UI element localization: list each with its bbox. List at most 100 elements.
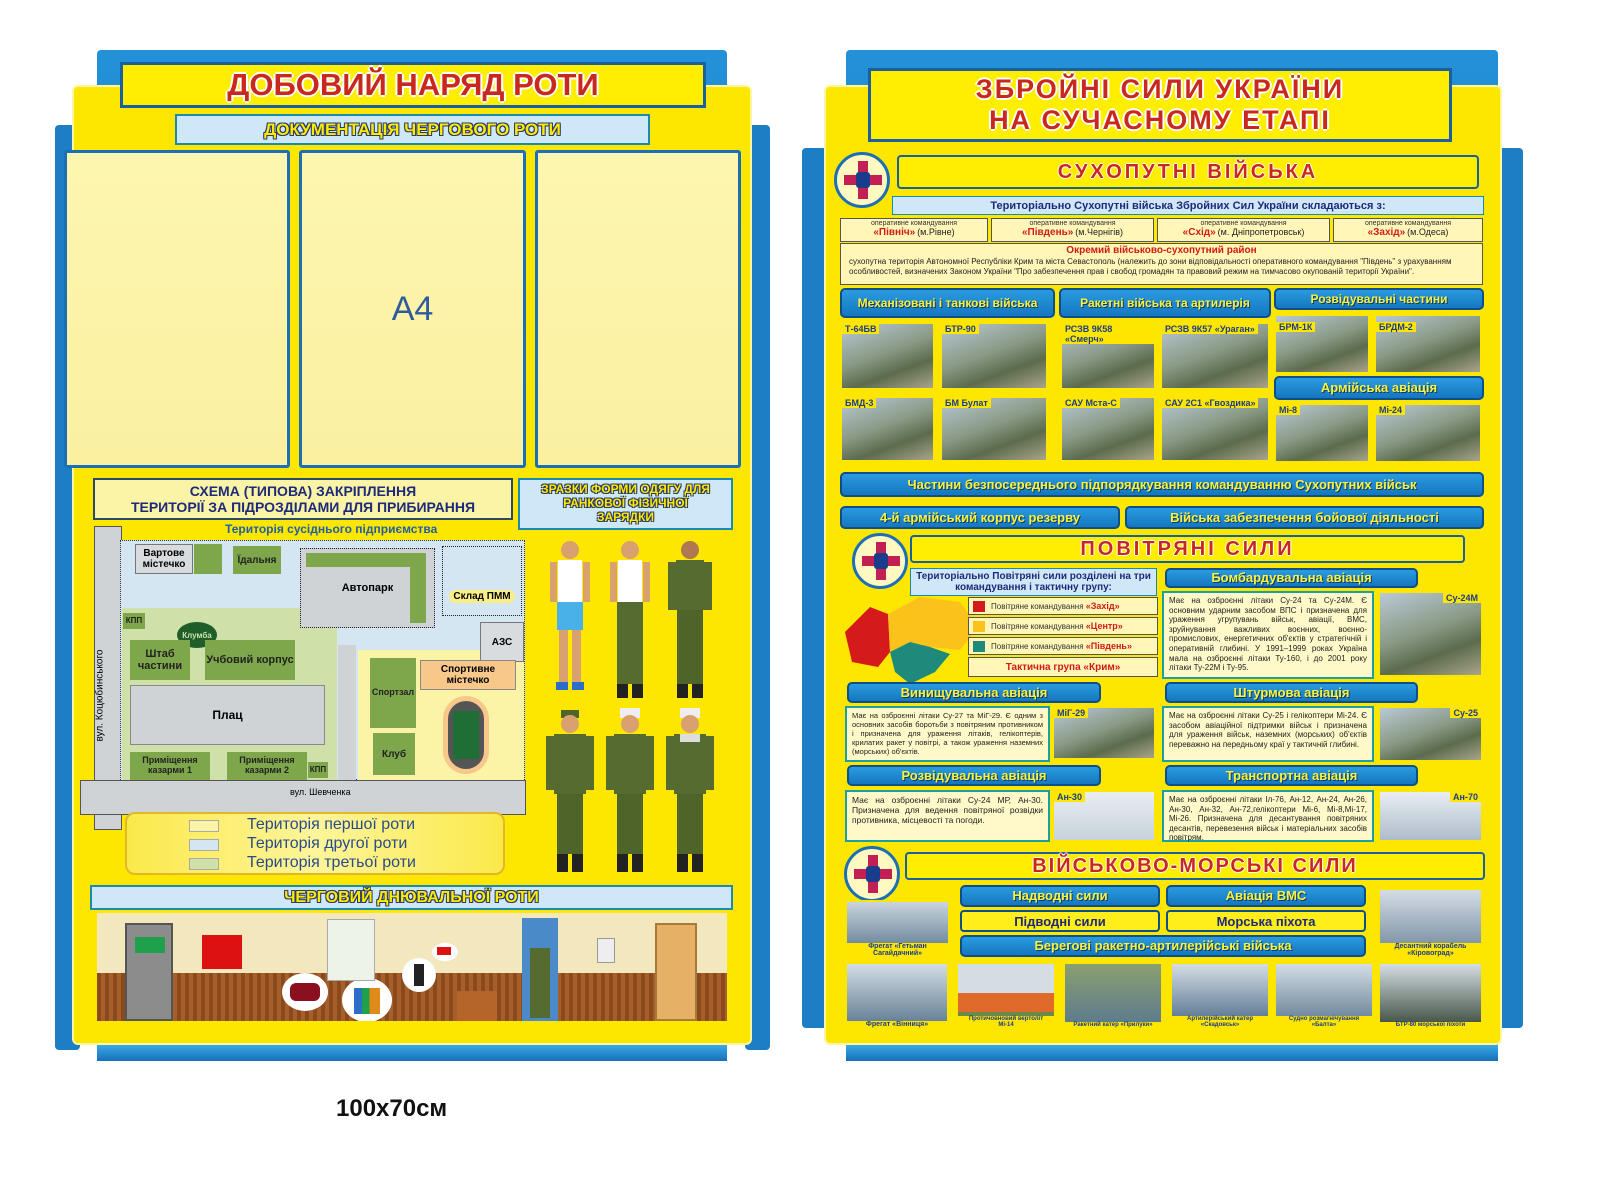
training-building: Учбовий корпус (205, 640, 295, 680)
photo-mi8: Мі-8 (1274, 403, 1370, 463)
uniform-figures-drawing (546, 541, 714, 872)
section-army-aviation: Армійська авіація (1274, 376, 1484, 400)
transport-text: Має на озброєнні літаки Іл-76, Ан-12, Ан… (1162, 790, 1374, 842)
fire-cabinet-icon (202, 935, 242, 969)
door-grey[interactable] (125, 923, 173, 1021)
a4-pocket-1[interactable] (64, 150, 290, 468)
swatch-center (973, 621, 985, 632)
legend-swatch-3 (189, 858, 219, 870)
air-command-center: Повітряне командування «Центр» (968, 617, 1158, 635)
bar-support-troops: Війська забезпечення бойової діяльності (1125, 506, 1484, 529)
attack-text: Має на озброєнні літаки Су-25 і гелікопт… (1162, 706, 1374, 762)
road-middle (338, 645, 356, 780)
map-region-center (888, 597, 978, 652)
uniform-figures (540, 538, 730, 878)
a4-label: A4 (391, 289, 434, 328)
navy-surface-forces: Надводні сили (960, 885, 1160, 907)
territory-map: Територія сусіднього підприємства Вартов… (80, 520, 528, 830)
navy-banner: ВІЙСЬКОВО-МОРСЬКІ СИЛИ (905, 852, 1485, 880)
stadium (443, 696, 489, 774)
photo-smerch: РСЗВ 9К58 «Смерч» (1060, 322, 1156, 390)
fighter-text: Має на озброєнні літаки Су-27 та МіГ-29.… (845, 706, 1050, 762)
photo-pryluky: Ракетний катер «Прилуки» (1063, 962, 1163, 1030)
photo-gvozdika: САУ 2С1 «Гвоздика» (1160, 396, 1270, 462)
bomber-text: Має на озброєнні літаки Су-24 та Су-24М.… (1162, 591, 1374, 679)
photo-su24m: Су-24М (1378, 591, 1483, 677)
lantern-icon (402, 958, 436, 992)
binders-icon (342, 978, 392, 1021)
map-region-west (845, 607, 890, 667)
flag-icon (432, 943, 458, 961)
section-mechanized: Механізовані і танкові війська (840, 288, 1055, 318)
sports-ground: Спортивне містечко (420, 660, 516, 690)
road-left (94, 526, 122, 830)
barracks-2: Приміщення казарми 2 (227, 752, 307, 780)
command-south: оперативне командування«Південь» (м.Черн… (991, 218, 1154, 242)
air-command-south: Повітряне командування «Південь» (968, 637, 1158, 655)
fighter-header: Винищувальна авіація (847, 682, 1101, 703)
section-artillery: Ракетні війська та артилерія (1059, 288, 1271, 318)
photo-msta: САУ Мста-С (1060, 396, 1156, 462)
first-aid-box-icon (597, 938, 615, 963)
right-poster: ЗБРОЙНІ СИЛИ УКРАЇНИ НА СУЧАСНОМУ ЕТАПІ … (780, 0, 1600, 1186)
legend-label-3: Територія третьої роти (247, 854, 416, 871)
bomber-header: Бомбардувальна авіація (1165, 568, 1418, 588)
bottom-band (846, 1045, 1498, 1061)
canteen: Їдальня (233, 546, 281, 574)
street-left-label: вул. Коцюбинського (94, 649, 106, 742)
photo-btr90: БТР-90 (940, 322, 1048, 390)
figure-field-1 (668, 541, 712, 698)
parade-ground: Плац (130, 685, 325, 745)
photo-skadovsk: Артилерійський катер «Скадовськ» (1170, 962, 1270, 1030)
land-subtitle: Територіально Сухопутні війська Збройних… (892, 196, 1484, 215)
hq-building: Штаб частини (130, 640, 190, 680)
command-east: оперативне командування«Схід» (м. Дніпро… (1157, 218, 1330, 242)
air-command-west: Повітряне командування «Захід» (968, 597, 1158, 615)
documentation-header: ДОКУМЕНТАЦІЯ ЧЕРГОВОГО РОТИ (175, 114, 650, 145)
neighbor-label: Територія сусіднього підприємства (225, 522, 438, 536)
uniform-title: ЗРАЗКИ ФОРМИ ОДЯГУ ДЛЯ РАНКОВОЇ ФІЗИЧНОЇ… (518, 478, 733, 530)
photo-mi24: Мі-24 (1374, 403, 1482, 463)
legend-label-2: Територія другої роти (247, 835, 408, 852)
figure-winter-1 (546, 710, 594, 872)
photo-an30: Ан-30 (1052, 790, 1156, 842)
photo-su25: Су-25 (1378, 706, 1483, 762)
motorpool-building-2 (410, 553, 426, 623)
air-intro: Територіально Повітряні сили розділені н… (910, 568, 1157, 596)
navy-aviation: Авіація ВМС (1166, 885, 1366, 907)
navy-emblem (844, 846, 900, 902)
photo-vinnytsia: Фрегат «Вінниця» (845, 962, 949, 1030)
photo-btr80: БТР-80 морської піхоти (1378, 962, 1483, 1030)
barracks-1: Приміщення казарми 1 (130, 752, 210, 780)
road-bottom (80, 780, 526, 815)
map-legend: Територія першої роти Територія другої р… (125, 812, 505, 875)
guard-post: Вартове містечко (135, 544, 193, 574)
navy-submarine-forces: Підводні сили (960, 910, 1160, 932)
a4-pocket-2[interactable]: A4 (299, 150, 526, 468)
swatch-south (973, 641, 985, 652)
duty-header: ЧЕРГОВИЙ ДНЮВАЛЬНОЇ РОТИ (90, 885, 733, 910)
photo-bulat: БМ Булат (940, 396, 1048, 462)
door-wood[interactable] (655, 923, 697, 1021)
land-forces-banner: СУХОПУТНІ ВІЙСЬКА (897, 155, 1479, 189)
photo-mi14: Протичовновий вертоліт Мі-14 (956, 962, 1056, 1030)
poster-title: ЗБРОЙНІ СИЛИ УКРАЇНИ НА СУЧАСНОМУ ЕТАПІ (868, 68, 1452, 142)
bottom-band (97, 1045, 727, 1061)
tactical-group: Тактична група «Крим» (968, 657, 1158, 677)
legend-swatch-2 (189, 839, 219, 851)
gym: Спортзал (370, 658, 416, 728)
notice-board (327, 919, 375, 981)
map-region-south (890, 642, 950, 684)
photo-t64bv: Т-64БВ (840, 322, 935, 390)
orderly-figure (522, 918, 558, 1021)
photo-bmd3: БМД-3 (840, 396, 935, 462)
figure-winter-2 (606, 708, 654, 872)
figure-winter-3 (666, 708, 714, 872)
land-forces-emblem (834, 152, 890, 208)
duty-room (97, 913, 727, 1021)
photo-kirovohrad: Десантний корабель «Кіровоград» (1378, 888, 1483, 960)
bar-reserve-corps: 4-й армійський корпус резерву (840, 506, 1120, 529)
drum-icon (282, 973, 328, 1011)
frame-side-left (802, 148, 827, 1028)
a4-pocket-3[interactable] (535, 150, 741, 468)
